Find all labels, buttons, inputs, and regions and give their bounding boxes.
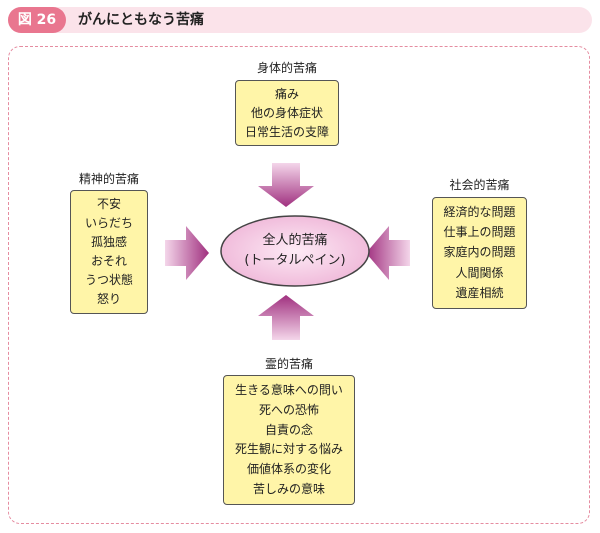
social-item: 仕事上の問題 xyxy=(443,225,516,240)
mental-title: 精神的苦痛 xyxy=(78,172,139,186)
spiritual-item: 死生観に対する悩み xyxy=(234,442,343,457)
figure-title: がんにともなう苦痛 xyxy=(78,12,204,28)
center-line-2: (トータルペイン) xyxy=(244,253,346,268)
social-title: 社会的苦痛 xyxy=(449,178,510,192)
spiritual-item: 苦しみの意味 xyxy=(252,482,325,497)
social-item: 人間関係 xyxy=(455,265,504,280)
mental-item: 怒り xyxy=(96,292,121,306)
mental-item: いらだち xyxy=(84,216,133,230)
social-box: 経済的な問題 仕事上の問題 家庭内の問題 人間関係 遺産相続 xyxy=(432,197,527,309)
physical-title: 身体的苦痛 xyxy=(256,61,317,75)
social-item: 遺産相続 xyxy=(455,285,504,300)
figure-number-badge: 図 26 xyxy=(8,7,66,33)
center-ellipse xyxy=(220,215,370,287)
mental-item: 不安 xyxy=(96,197,121,211)
center-node-label: 全人的苦痛 (トータルペイン) xyxy=(220,215,370,287)
arrow-from-social xyxy=(366,226,410,280)
center-line-1: 全人的苦痛 xyxy=(262,233,328,248)
spiritual-item: 死への恐怖 xyxy=(258,402,319,417)
mental-item: おそれ xyxy=(90,254,127,268)
spiritual-box: 生きる意味への問い 死への恐怖 自責の念 死生観に対する悩み 価値体系の変化 苦… xyxy=(223,375,355,505)
mental-box: 不安 いらだち 孤独感 おそれ うつ状態 怒り xyxy=(70,190,148,314)
physical-box: 痛み 他の身体症状 日常生活の支障 xyxy=(235,80,339,146)
spiritual-title: 霊的苦痛 xyxy=(264,357,313,371)
spiritual-item: 生きる意味への問い xyxy=(235,382,343,397)
mental-item: うつ状態 xyxy=(84,273,133,287)
physical-item: 日常生活の支障 xyxy=(244,125,329,139)
spiritual-item: 自責の念 xyxy=(264,422,313,437)
mental-item: 孤独感 xyxy=(90,235,127,249)
physical-item: 他の身体症状 xyxy=(250,106,323,120)
social-item: 家庭内の問題 xyxy=(443,245,516,260)
social-item: 経済的な問題 xyxy=(443,205,516,220)
spiritual-item: 価値体系の変化 xyxy=(246,462,331,477)
diagram-frame xyxy=(8,46,590,524)
arrow-from-spiritual xyxy=(258,295,314,340)
physical-item: 痛み xyxy=(274,87,299,101)
header-bar xyxy=(8,7,592,33)
arrow-from-physical xyxy=(258,163,314,207)
arrow-from-mental xyxy=(165,226,209,280)
